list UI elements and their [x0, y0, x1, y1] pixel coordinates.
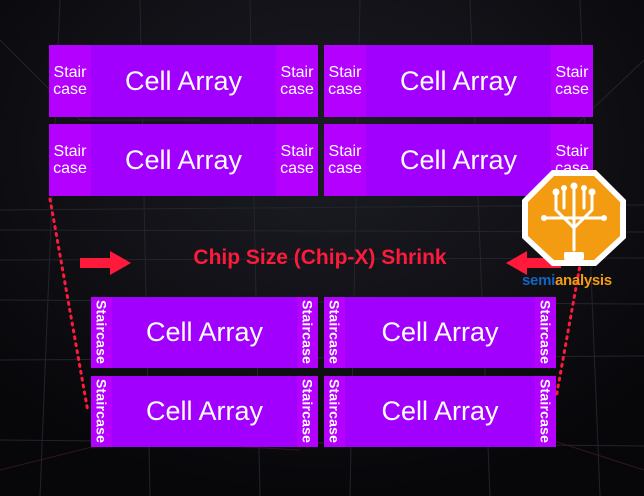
staircase-vertical: Staircase: [324, 376, 345, 447]
staircase-label: Staircase: [93, 379, 110, 444]
staircase-label: Staircase: [299, 300, 316, 365]
staircase-label: Stair case: [276, 124, 318, 196]
bottom-block-3: Staircase Cell Array Staircase: [91, 376, 318, 447]
top-block-2: Stair case Cell Array Stair case: [324, 45, 593, 117]
staircase-label: Stair case: [551, 45, 593, 117]
cell-array-label: Cell Array: [124, 144, 243, 175]
cell-array-label: Cell Array: [399, 65, 518, 96]
wordmark-part: semi: [522, 272, 555, 289]
staircase-label: Staircase: [326, 300, 343, 365]
staircase-label: Staircase: [93, 300, 110, 365]
staircase-vertical: Staircase: [91, 297, 112, 368]
staircase-vertical: Staircase: [297, 376, 318, 447]
cell-array-label: Cell Array: [381, 396, 499, 426]
cell-array-label: Cell Array: [145, 317, 264, 347]
staircase-label: Staircase: [537, 379, 554, 444]
staircase-vertical: Staircase: [91, 376, 112, 447]
bottom-block-1: Staircase Cell Array Staircase: [91, 297, 318, 368]
staircase-label: Stair case: [49, 124, 91, 196]
semianalysis-wordmark: semianalysis: [522, 272, 612, 289]
staircase-vertical: Staircase: [535, 297, 556, 368]
top-block-1: Stair case Cell Array Stair case: [49, 45, 318, 117]
staircase-label: Staircase: [299, 379, 316, 444]
staircase-vertical: Staircase: [324, 297, 345, 368]
staircase-label: Staircase: [326, 379, 343, 444]
staircase-vertical: Staircase: [535, 376, 556, 447]
staircase-label: Staircase: [537, 300, 554, 365]
staircase-label: Stair case: [49, 45, 91, 117]
cell-array-label: Cell Array: [145, 396, 264, 426]
bottom-block-4: Staircase Cell Array Staircase: [324, 376, 556, 447]
staircase-label: Stair case: [276, 45, 318, 117]
cell-array-label: Cell Array: [399, 144, 518, 175]
semianalysis-logo-icon: [522, 170, 626, 266]
bottom-block-2: Staircase Cell Array Staircase: [324, 297, 556, 368]
cell-array-label: Cell Array: [124, 65, 243, 96]
cell-array-label: Cell Array: [381, 317, 499, 347]
staircase-label: Stair case: [324, 45, 366, 117]
staircase-label: Stair case: [324, 124, 366, 196]
staircase-vertical: Staircase: [297, 297, 318, 368]
shrink-caption: Chip Size (Chip-X) Shrink: [193, 246, 447, 269]
top-block-3: Stair case Cell Array Stair case: [49, 124, 318, 196]
wordmark-part: analysis: [555, 272, 612, 289]
